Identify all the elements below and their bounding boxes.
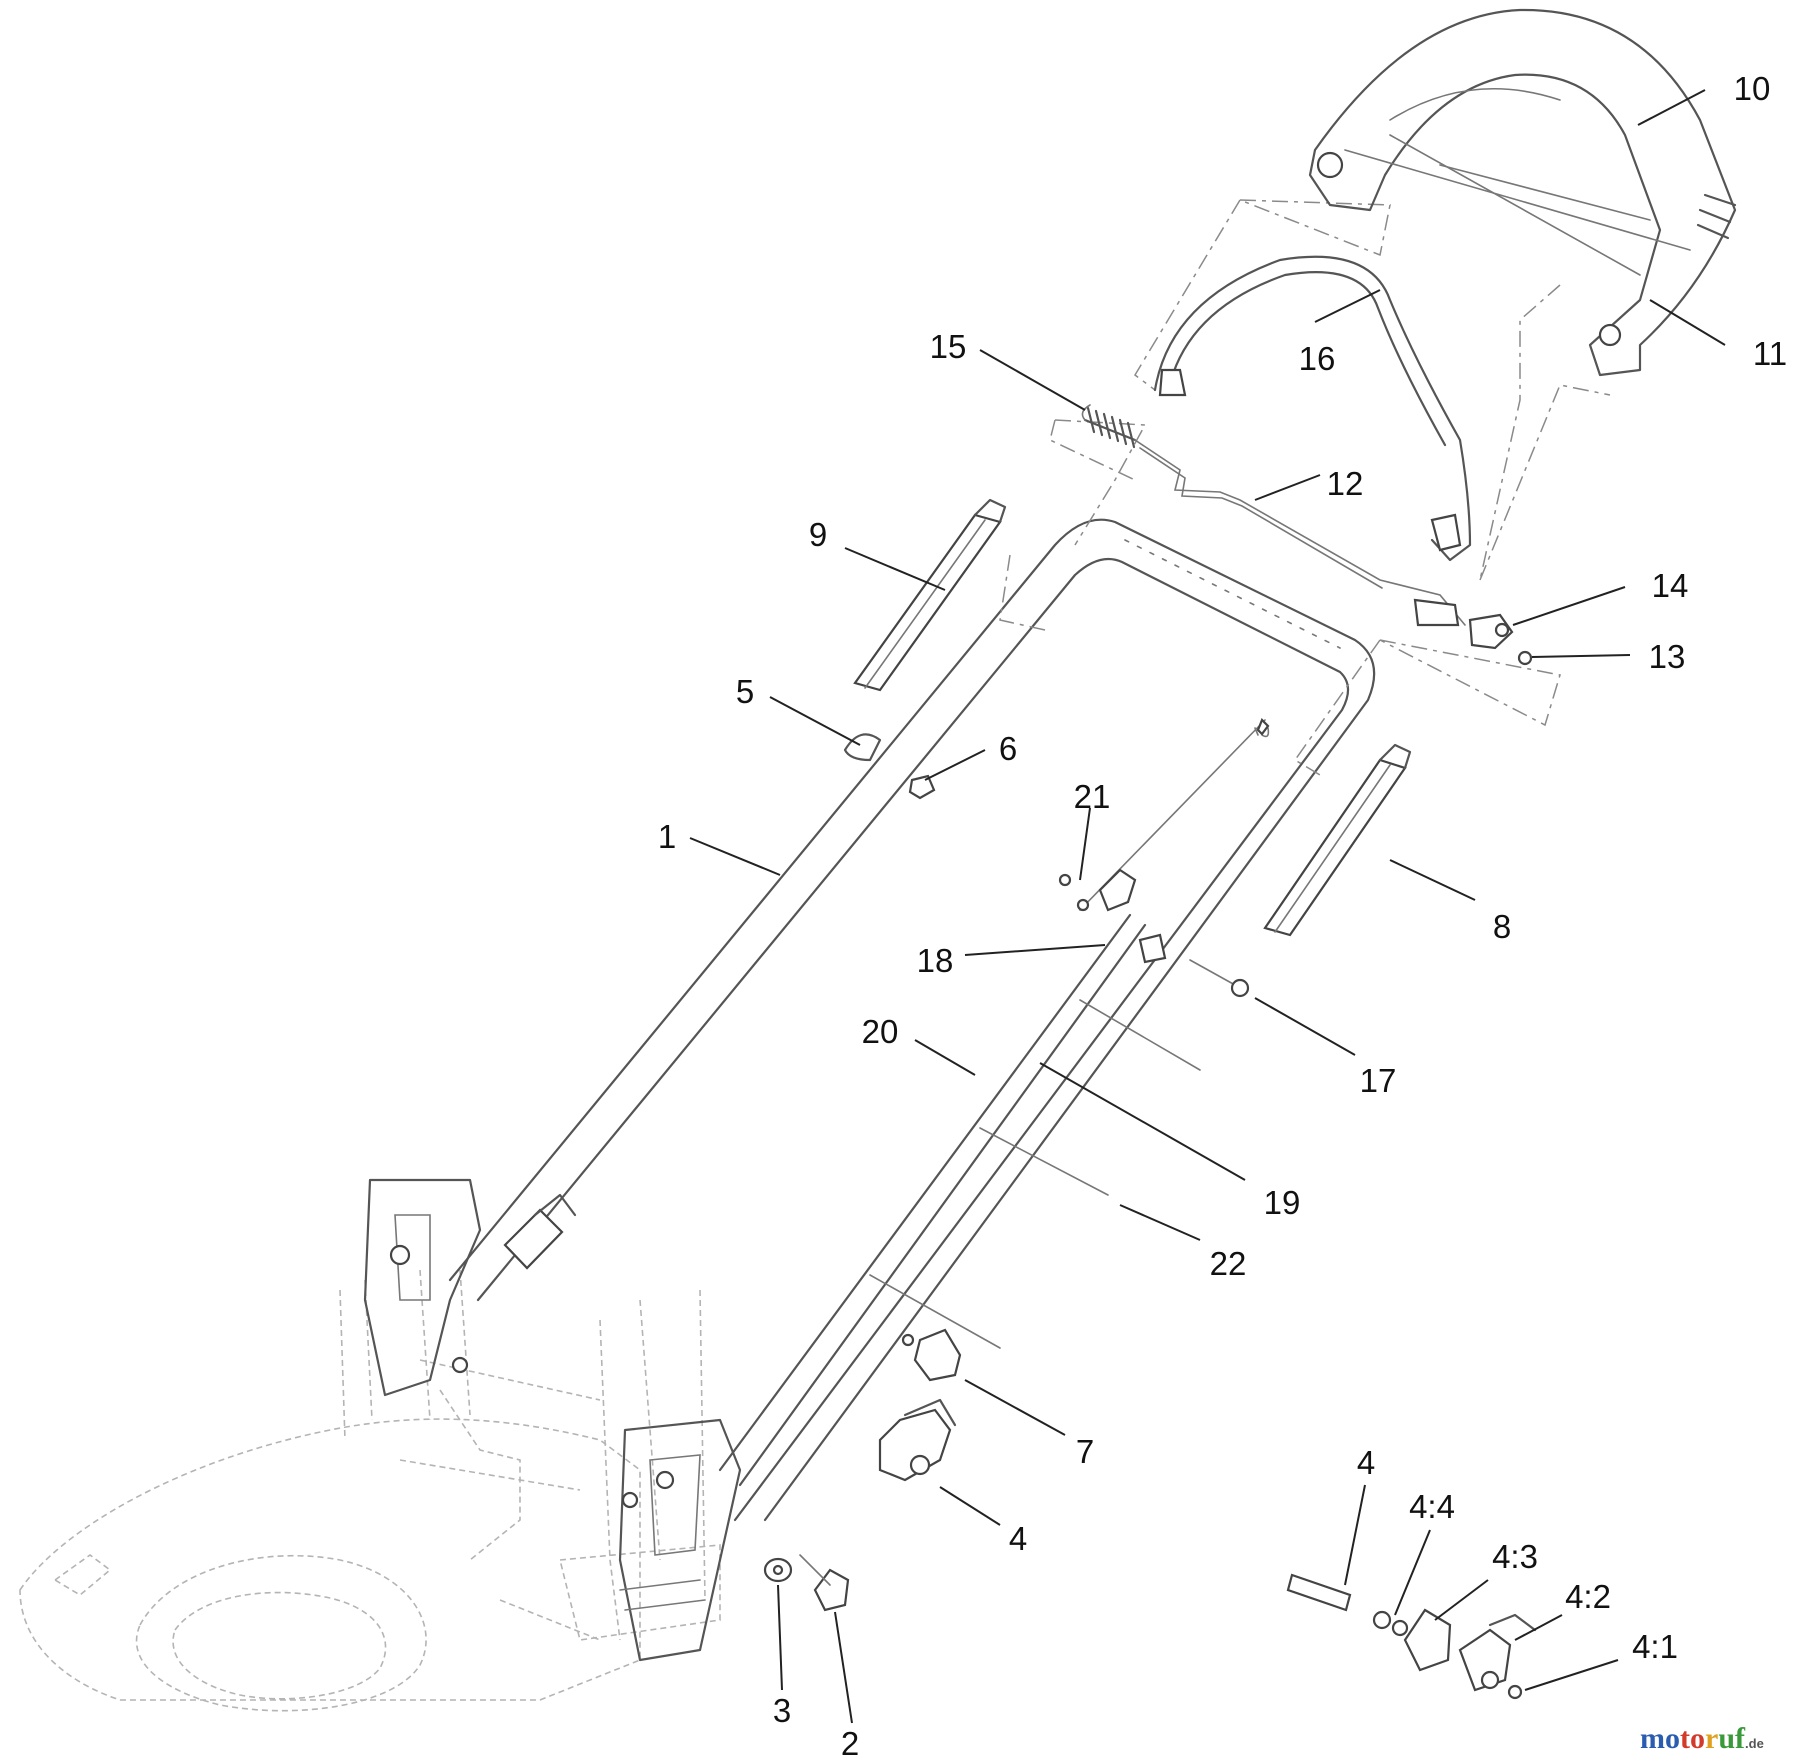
callout-1: 1	[658, 818, 676, 855]
callout-4-4: 4:4	[1409, 1488, 1455, 1525]
callout-10: 10	[1734, 70, 1771, 107]
control-cable	[718, 718, 1270, 1487]
spring	[1081, 404, 1137, 449]
lower-knob-7	[901, 1328, 962, 1382]
left-handle-bracket	[363, 1178, 482, 1397]
callout-14: 14	[1652, 567, 1689, 604]
brake-cable	[1134, 439, 1466, 627]
callout-18: 18	[917, 942, 954, 979]
lower-knob-4	[878, 1398, 957, 1482]
cable-guide-left	[853, 498, 1007, 692]
cable-bolt-nut	[1468, 613, 1533, 666]
upper-handle	[1308, 8, 1737, 377]
callout-labels: 10 11 16 15 12 14 13 9 8 5 6 21 1 18 17 …	[658, 70, 1787, 1762]
callout-13: 13	[1649, 638, 1686, 675]
callout-4-exploded: 4	[1357, 1444, 1375, 1481]
callout-4-3: 4:3	[1492, 1538, 1538, 1575]
watermark-logo: motoruf.de	[1640, 1722, 1764, 1755]
callout-2: 2	[841, 1725, 859, 1762]
right-handle-bracket	[618, 1418, 742, 1662]
upper-rod	[1389, 134, 1641, 276]
control-bail	[1153, 255, 1472, 562]
callout-21: 21	[1074, 778, 1111, 815]
callout-15: 15	[930, 328, 967, 365]
callout-5: 5	[736, 673, 754, 710]
callout-22: 22	[1210, 1245, 1247, 1282]
leader-lines	[689, 89, 1726, 1724]
callout-3: 3	[773, 1692, 791, 1729]
svg-text:motoruf.de: motoruf.de	[1640, 1722, 1764, 1755]
callout-7: 7	[1076, 1433, 1094, 1470]
callout-19: 19	[1264, 1184, 1301, 1221]
callout-4-1: 4:1	[1632, 1628, 1678, 1665]
callout-8: 8	[1493, 908, 1511, 945]
callout-17: 17	[1360, 1062, 1397, 1099]
callout-9: 9	[809, 516, 827, 553]
callout-6: 6	[999, 730, 1017, 767]
callout-4-2: 4:2	[1565, 1578, 1611, 1615]
cable-ties	[869, 999, 1201, 1349]
callout-4: 4	[1009, 1520, 1027, 1557]
assembly-dash-lines	[999, 199, 1611, 776]
knob-exploded-view	[1286, 1573, 1537, 1700]
callout-16: 16	[1299, 340, 1336, 377]
cable-guide-right	[1263, 743, 1412, 937]
callout-12: 12	[1327, 465, 1364, 502]
small-hardware	[1058, 868, 1250, 998]
mower-deck	[19, 1269, 721, 1712]
callout-11: 11	[1753, 335, 1787, 372]
handle-tube	[448, 518, 1376, 1522]
washer-and-bolt	[763, 1554, 850, 1612]
clip-and-nut	[843, 733, 936, 800]
callout-20: 20	[862, 1013, 899, 1050]
